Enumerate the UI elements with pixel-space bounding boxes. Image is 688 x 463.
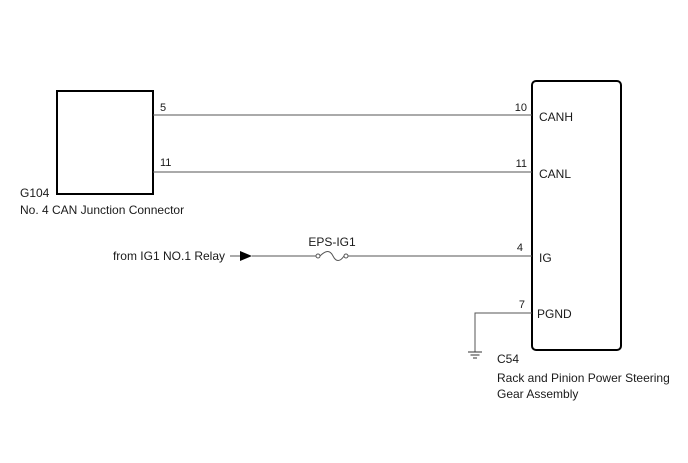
g104-pin-canh: 5 bbox=[160, 102, 166, 114]
c54-pin-pgnd-label: PGND bbox=[537, 307, 572, 321]
c54-name-line2: Gear Assembly bbox=[497, 387, 578, 401]
c54-pin-canh-number: 10 bbox=[515, 102, 527, 114]
c54-pin-ig-label: IG bbox=[539, 251, 552, 265]
ground-icon bbox=[468, 351, 482, 359]
c54-pin-ig-number: 4 bbox=[517, 242, 523, 254]
g104-id: G104 bbox=[20, 186, 50, 200]
c54-pin-canh-label: CANH bbox=[539, 110, 573, 124]
fuse-icon bbox=[315, 251, 349, 261]
pgnd-wire bbox=[474, 312, 532, 352]
c54-pin-canl-label: CANL bbox=[539, 167, 571, 181]
g104-connector-box bbox=[56, 90, 154, 195]
power-source-label: from IG1 NO.1 Relay bbox=[113, 249, 225, 263]
c54-assembly-box bbox=[531, 80, 622, 351]
arrow-right-icon bbox=[240, 251, 252, 261]
fuse-label: EPS-IG1 bbox=[308, 235, 356, 249]
c54-pin-pgnd-number: 7 bbox=[519, 299, 525, 311]
g104-name: No. 4 CAN Junction Connector bbox=[20, 203, 184, 217]
c54-pin-canl-number: 11 bbox=[516, 158, 527, 170]
c54-name-line1: Rack and Pinion Power Steering bbox=[497, 371, 670, 385]
c54-id: C54 bbox=[497, 352, 519, 366]
g104-pin-canl: 11 bbox=[160, 157, 171, 169]
